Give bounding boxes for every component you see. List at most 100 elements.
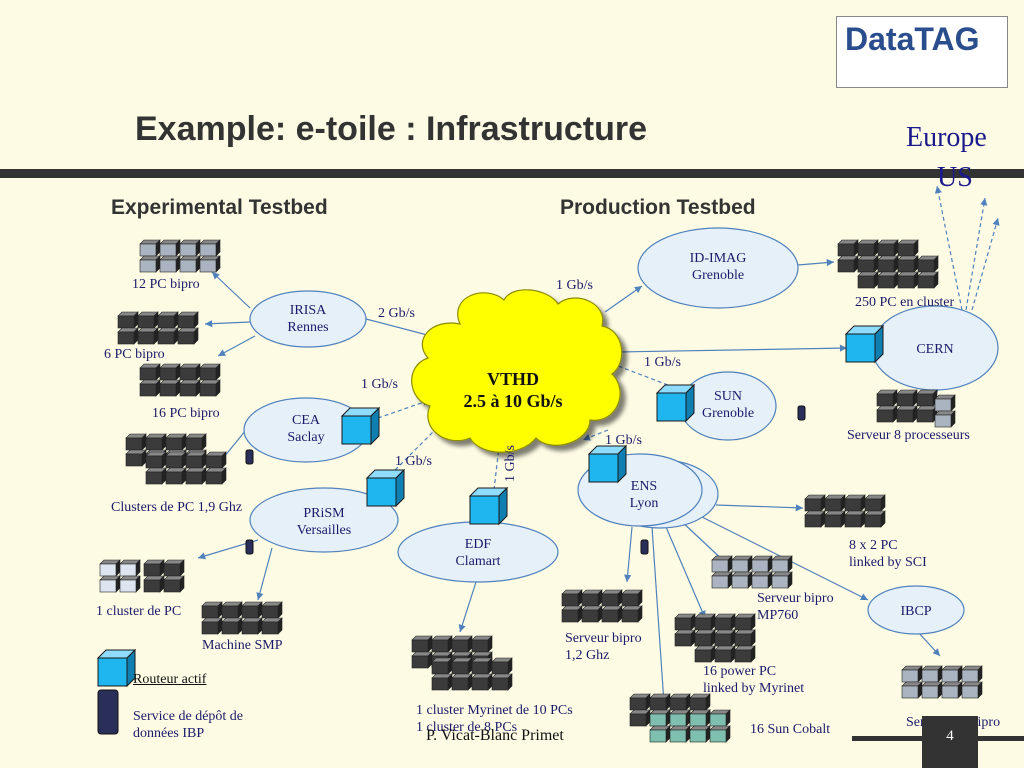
storage-prism-icon (245, 539, 254, 555)
link-cern-europe (934, 185, 963, 311)
pc-icon (561, 609, 579, 623)
pc-icon (934, 398, 952, 412)
pc-icon (709, 729, 727, 743)
pcs-serveur8-light (934, 394, 956, 428)
pc-icon (934, 414, 952, 428)
author-name: P. Vicat-Blanc Primet (426, 727, 564, 744)
link-speed-prism: 1 Gb/s (395, 454, 432, 469)
pc-icon (649, 713, 667, 727)
pc-icon (205, 471, 223, 485)
pc-icon (137, 331, 155, 345)
link-irisa-12pc (211, 271, 251, 309)
pcs-bipro12 (561, 589, 643, 623)
pc-icon (916, 393, 934, 407)
pc-icon (771, 575, 789, 589)
pc-icon (561, 593, 579, 607)
pc-icon (199, 383, 217, 397)
link-ens-suncobalt (651, 526, 669, 719)
site-prism (249, 487, 399, 553)
pc-icon (99, 579, 117, 593)
pcs-power-b (694, 629, 756, 663)
pcs-mp760 (711, 555, 793, 589)
pc-icon (689, 729, 707, 743)
site-irisa (249, 290, 367, 348)
pc-icon (205, 455, 223, 469)
pc-icon (581, 593, 599, 607)
router-prism (365, 468, 406, 508)
pc-icon (165, 471, 183, 485)
pc-icon (901, 685, 919, 699)
link-ens-vthd (582, 429, 609, 441)
pc-icon (491, 661, 509, 675)
pc-icon (674, 617, 692, 631)
label-clusters: Clusters de PC 1,9 Ghz (111, 500, 243, 515)
pc-icon (185, 471, 203, 485)
pcs-cluster1-light (99, 559, 141, 593)
pc-icon (431, 639, 449, 653)
pc-icon (601, 593, 619, 607)
link-edf-myrinet (458, 581, 477, 633)
pc-icon (961, 669, 979, 683)
router-ens (587, 444, 628, 484)
cern-label: CERN (916, 342, 954, 357)
logo-text: DataTAG (845, 21, 980, 57)
link-prism-vthd (394, 424, 441, 471)
pc-icon (714, 649, 732, 663)
pc-icon (824, 498, 842, 512)
pc-icon (163, 563, 181, 577)
link-ens-power (665, 526, 706, 619)
pcs-clusters-b (145, 451, 227, 485)
pc-icon (837, 259, 855, 273)
pc-icon (179, 243, 197, 257)
pc-icon (896, 393, 914, 407)
pc-icon (844, 498, 862, 512)
link-irisa-6pc (204, 320, 251, 328)
label-16pc: 16 PC bipro (152, 406, 220, 421)
link-cea-vthd (377, 398, 431, 419)
pc-icon (451, 639, 469, 653)
pc-icon (199, 243, 217, 257)
storage-cea-icon (245, 449, 254, 465)
pc-icon (734, 649, 752, 663)
label-6pc: 6 PC bipro (104, 347, 165, 362)
pc-icon (491, 677, 509, 691)
link-irisa-16pc (217, 335, 256, 357)
section-experimental: Experimental Testbed (111, 196, 328, 219)
pc-icon (731, 559, 749, 573)
ibcp-label: IBCP (900, 604, 932, 619)
label-12pc: 12 PC bipro (132, 277, 200, 292)
pc-icon (864, 498, 882, 512)
storage-legend-icon (97, 689, 119, 735)
site-idimag (637, 227, 799, 309)
pc-icon (711, 559, 729, 573)
pc-icon (941, 669, 959, 683)
link-speed-cea: 1 Gb/s (361, 377, 398, 392)
pc-icon (771, 559, 789, 573)
pc-icon (201, 621, 219, 635)
pc-icon (261, 621, 279, 635)
pc-icon (177, 331, 195, 345)
pc-icon (125, 453, 143, 467)
pc-icon (689, 697, 707, 711)
pcs-smp (201, 601, 283, 635)
storage-devices (97, 405, 806, 735)
pc-icon (694, 633, 712, 647)
pc-icon (921, 669, 939, 683)
pc-icon (179, 367, 197, 381)
pc-icon (471, 677, 489, 691)
pc-icon (714, 633, 732, 647)
pc-icon (143, 563, 161, 577)
pc-icon (941, 685, 959, 699)
pc-icon (876, 393, 894, 407)
pc-icon (629, 713, 647, 727)
pc-icon (179, 259, 197, 273)
link-irisa-vthd (365, 318, 436, 339)
page-number: 4 (922, 716, 978, 768)
pc-icon (119, 579, 137, 593)
